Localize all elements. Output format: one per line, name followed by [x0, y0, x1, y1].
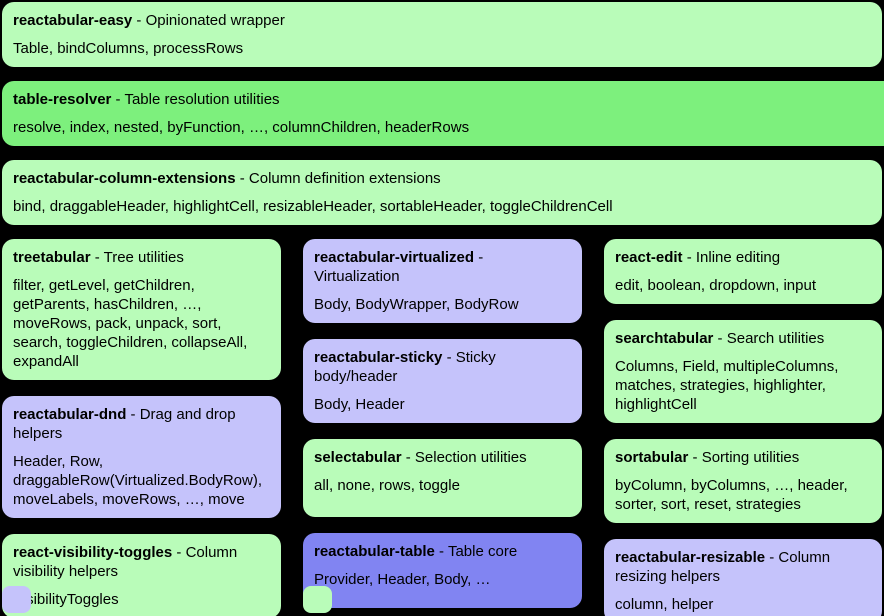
separator: -: [132, 12, 146, 29]
package-name: table-resolver: [13, 91, 112, 108]
package-name: reactabular-resizable: [615, 549, 766, 566]
package-functions: Table, bindColumns, processRows: [13, 40, 244, 57]
package-description: Drag and drop helpers: [13, 406, 236, 442]
package-title: reactabular-easy - Opinionated wrapper: [13, 11, 871, 30]
package-description: Virtualization: [314, 268, 400, 285]
package-description: Column definition extensions: [248, 170, 441, 187]
package-functions: Columns, Field, multipleColumns, matches…: [615, 358, 839, 413]
package-functions: filter, getLevel, getChildren, getParent…: [13, 277, 248, 370]
package-card-reactabular-resizable: reactabular-resizable - Column resizing …: [604, 539, 882, 616]
package-functions: Body, BodyWrapper, BodyRow: [314, 296, 519, 313]
package-card-reactabular-column-extensions: reactabular-column-extensions - Column d…: [2, 160, 882, 225]
package-name: reactabular-sticky: [314, 349, 443, 366]
separator: -: [713, 330, 727, 347]
separator: -: [172, 544, 186, 561]
package-functions: edit, boolean, dropdown, input: [615, 277, 816, 294]
package-card-reactabular-dnd: reactabular-dnd - Drag and drop helpers …: [2, 396, 281, 518]
package-title: react-edit - Inline editing: [615, 248, 871, 267]
package-title: reactabular-sticky - Sticky body/header: [314, 348, 571, 386]
package-card-treetabular: treetabular - Tree utilities filter, get…: [2, 239, 281, 380]
package-name: reactabular-virtualized: [314, 249, 475, 266]
legend-purple-swatch: [2, 586, 31, 613]
package-name: sortabular: [615, 449, 689, 466]
separator: -: [235, 170, 249, 187]
package-name: react-edit: [615, 249, 683, 266]
legend-green-swatch: [303, 586, 332, 613]
package-title: selectabular - Selection utilities: [314, 448, 571, 467]
package-card-reactabular-virtualized: reactabular-virtualized - Virtualization…: [303, 239, 582, 323]
package-description: Column visibility helpers: [13, 544, 238, 580]
separator: -: [434, 543, 448, 560]
package-description: Tree utilities: [103, 249, 184, 266]
package-title: treetabular - Tree utilities: [13, 248, 270, 267]
package-description: Column resizing helpers: [615, 549, 831, 585]
separator: -: [111, 91, 125, 108]
separator: -: [401, 449, 415, 466]
package-functions: bind, draggableHeader, highlightCell, re…: [13, 198, 613, 215]
package-card-reactabular-table: reactabular-table - Table core Provider,…: [303, 533, 582, 608]
package-description: Sticky body/header: [314, 349, 496, 385]
package-functions: Body, Header: [314, 396, 405, 413]
package-title: reactabular-virtualized - Virtualization: [314, 248, 571, 286]
separator: -: [765, 549, 779, 566]
package-functions: Header, Row, draggableRow(Virtualized.Bo…: [13, 453, 263, 508]
package-name: reactabular-column-extensions: [13, 170, 236, 187]
separator: -: [442, 349, 456, 366]
column-middle: reactabular-virtualized - Virtualization…: [303, 239, 582, 608]
package-name: reactabular-table: [314, 543, 435, 560]
separator: -: [126, 406, 140, 423]
package-functions: column, helper: [615, 596, 714, 613]
package-title: react-visibility-toggles - Column visibi…: [13, 543, 270, 581]
package-card-reactabular-sticky: reactabular-sticky - Sticky body/header …: [303, 339, 582, 423]
package-title: reactabular-column-extensions - Column d…: [13, 169, 871, 188]
package-title: reactabular-resizable - Column resizing …: [615, 548, 871, 586]
package-title: searchtabular - Search utilities: [615, 329, 871, 348]
separator: -: [688, 449, 702, 466]
package-name: reactabular-easy: [13, 12, 133, 29]
package-description: Sorting utilities: [701, 449, 800, 466]
package-card-react-edit: react-edit - Inline editing edit, boolea…: [604, 239, 882, 304]
package-description: Opinionated wrapper: [145, 12, 285, 29]
package-card-selectabular: selectabular - Selection utilities all, …: [303, 439, 582, 517]
package-functions: all, none, rows, toggle: [314, 477, 460, 494]
separator: -: [474, 249, 484, 266]
package-card-searchtabular: searchtabular - Search utilities Columns…: [604, 320, 882, 423]
package-card-table-resolver: table-resolver - Table resolution utilit…: [2, 81, 884, 146]
package-card-reactabular-easy: reactabular-easy - Opinionated wrapper T…: [2, 2, 882, 67]
package-columns: treetabular - Tree utilities filter, get…: [2, 239, 882, 616]
column-left: treetabular - Tree utilities filter, get…: [2, 239, 281, 616]
package-card-sortabular: sortabular - Sorting utilities byColumn,…: [604, 439, 882, 523]
package-name: reactabular-dnd: [13, 406, 127, 423]
separator: -: [90, 249, 104, 266]
package-title: sortabular - Sorting utilities: [615, 448, 871, 467]
package-card-react-visibility-toggles: react-visibility-toggles - Column visibi…: [2, 534, 281, 616]
package-name: react-visibility-toggles: [13, 544, 173, 561]
package-description: Table resolution utilities: [124, 91, 280, 108]
package-description: Search utilities: [726, 330, 825, 347]
package-name: treetabular: [13, 249, 91, 266]
package-description: Table core: [447, 543, 518, 560]
package-description: Selection utilities: [414, 449, 527, 466]
package-name: selectabular: [314, 449, 402, 466]
column-right: react-edit - Inline editing edit, boolea…: [604, 239, 882, 616]
package-title: reactabular-table - Table core: [314, 542, 571, 561]
package-functions: VisibilityToggles: [13, 591, 119, 608]
separator: -: [682, 249, 696, 266]
package-functions: resolve, index, nested, byFunction, …, c…: [13, 119, 470, 136]
package-title: table-resolver - Table resolution utilit…: [13, 90, 884, 109]
package-title: reactabular-dnd - Drag and drop helpers: [13, 405, 270, 443]
package-name: searchtabular: [615, 330, 714, 347]
package-description: Inline editing: [695, 249, 781, 266]
package-functions: Provider, Header, Body, …: [314, 571, 491, 588]
package-functions: byColumn, byColumns, …, header, sorter, …: [615, 477, 848, 513]
